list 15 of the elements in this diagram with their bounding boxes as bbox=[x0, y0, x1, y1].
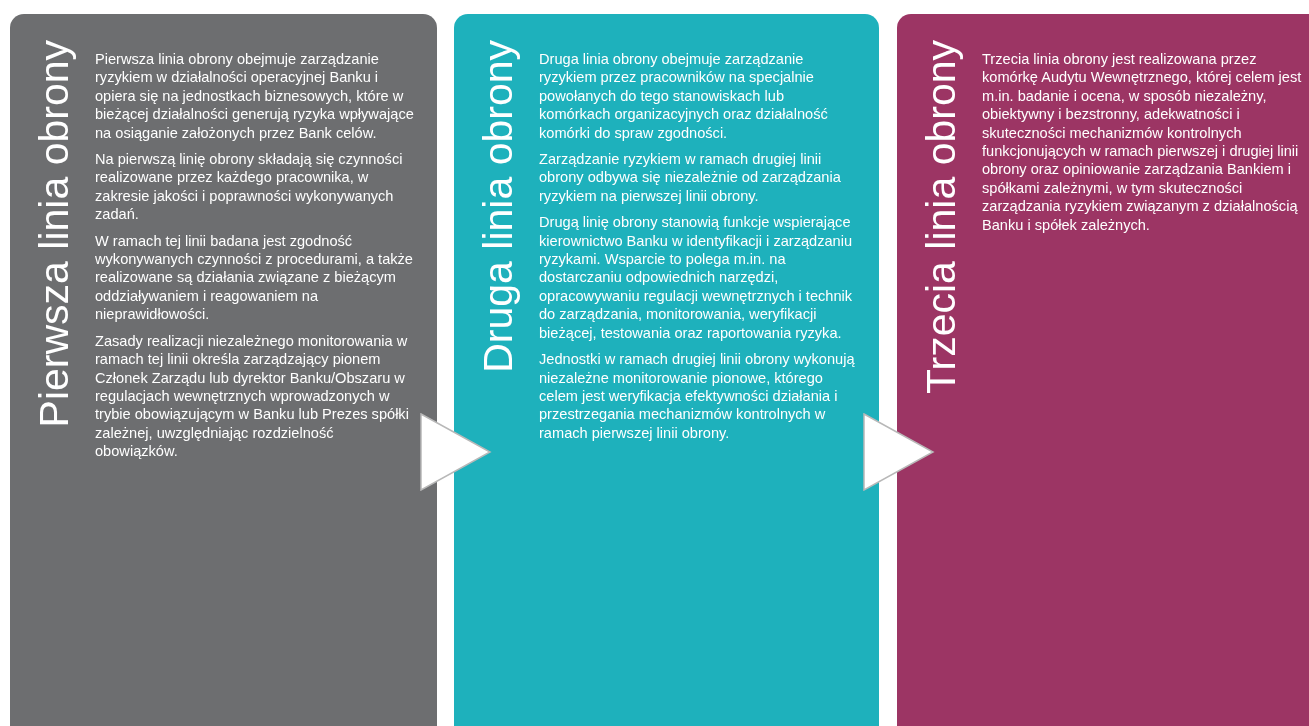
paragraph: Jednostki w ramach drugiej linii obrony wykonują niezależne monitorowanie pionowe, którego celem jest weryfikacja efektywności działania i przestrzegania mechanizmów kontrolnych w ramach pierwszej linii obrony. bbox=[539, 350, 856, 443]
paragraph: Pierwsza linia obrony obejmuje zarządzanie ryzykiem w działalności operacyjnej Banku i opiera się na jednostkach biznesowych, które w bieżącej działalności generują ryzyka wpływające na osiąganie założonych przez Bank celów. bbox=[95, 50, 415, 143]
paragraph: Drugą linię obrony stanowią funkcje wspierające kierownictwo Banku w identyfikacji i zarządzaniu ryzykami. Wsparcie to polega m.in. na dostarczaniu odpowiednich narzędzi, opracowywaniu regulacji wewnętrznych i technik do zarządzania, monitorowania, weryfikacji bieżącej, testowania oraz raportowania ryzyka. bbox=[539, 213, 854, 343]
paragraph: Trzecia linia obrony jest realizowana przez komórkę Audytu Wewnętrznego, której celem jest m.in. badanie i ocena, w sposób niezależny, obiektywny i bezstronny, adekwatności i skuteczności mechanizmów kontrolnych funkcjonujących w ramach pierwszej i drugiej linii obrony oraz opiniowanie zarządzania Bankiem i spółkami zależnymi, w tym skuteczności zarządzania ryzykiem związanym z działalnością Banku i spółek zależnych. bbox=[982, 50, 1303, 235]
paragraph: W ramach tej linii badana jest zgodność wykonywanych czynności z procedurami, a także realizowane są działania związane z bieżącym oddziaływaniem i reagowaniem na nieprawidłowości. bbox=[95, 231, 414, 324]
panel-heading: Pierwsza linia obrony bbox=[30, 40, 78, 428]
column-panel bbox=[10, 14, 437, 726]
column-panel bbox=[454, 14, 879, 726]
panel-heading: Druga linia obrony bbox=[474, 40, 522, 373]
paragraph: Zarządzanie ryzykiem w ramach drugiej linii obrony odbywa się niezależnie od zarządzania ryzykiem na pierwszej linii obrony. bbox=[539, 150, 842, 206]
paragraph: Druga linia obrony obejmuje zarządzanie ryzykiem przez pracowników na specjalnie powołanych do tego stanowiskach lub komórkach organizacyjnych oraz działalność komórki do spraw zgodności. bbox=[539, 50, 829, 143]
paragraph: Zasady realizacji niezależnego monitorowania w ramach tej linii określa zarządzający pionem Członek Zarządu lub dyrektor Banku/Obszaru w regulacjach wewnętrznych wprowadzonych w trybie obowiązującym w Banku lub Prezes spółki zależnej, uwzględniając rozdzielność obowiązków. bbox=[95, 331, 410, 461]
column-panel bbox=[897, 14, 1309, 726]
panel-heading: Trzecia linia obrony bbox=[917, 40, 965, 394]
paragraph: Na pierwszą linię obrony składają się czynności realizowane przez każdego pracownika, w zakresie jakości i poprawności wykonywanych zadań. bbox=[95, 150, 404, 224]
